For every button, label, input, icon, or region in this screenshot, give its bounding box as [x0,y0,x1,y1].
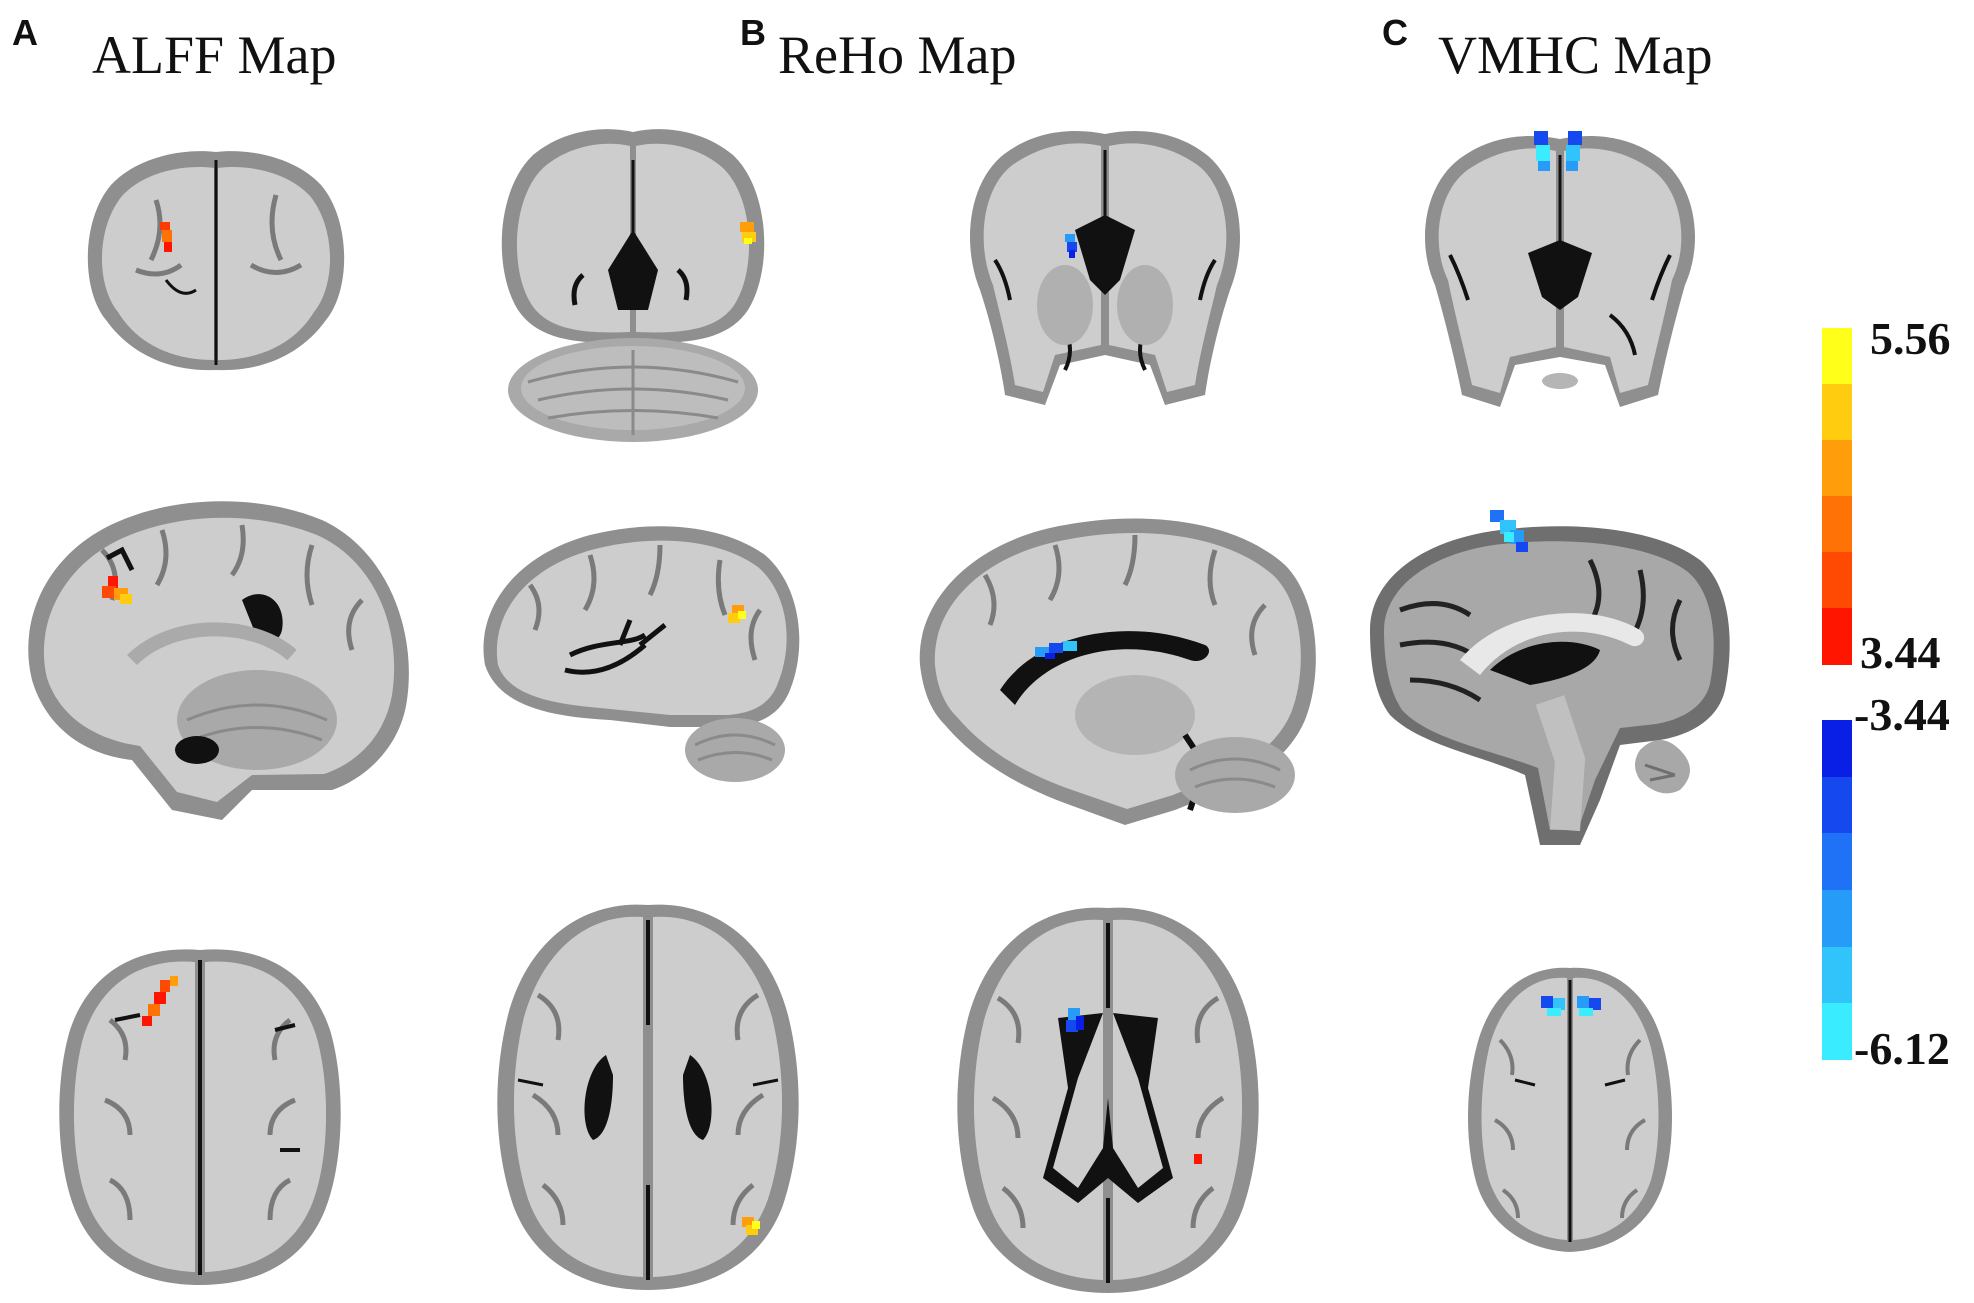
brain-slice-reho-coronal [501,129,765,442]
brain-slice-reho-axial-2 [957,907,1259,1293]
colorbar-segment [1822,720,1852,778]
brain-slice-reho-axial [497,904,799,1290]
colorbar-segment [1822,890,1852,948]
panel-title-vmhc: VMHC Map [1438,25,1713,85]
brain-slice-alff-sagittal [28,501,409,820]
colorbar-label-positive-min: 3.44 [1860,627,1941,678]
panel-title-alff: ALFF Map [92,25,337,85]
panel-letter-a: A [12,12,38,53]
colorbar-positive [1822,328,1852,665]
colorbar-segment [1822,946,1852,1004]
colorbar-segment [1822,833,1852,891]
colorbar-segment [1822,552,1852,609]
brain-slice-vmhc-axial [1468,967,1672,1252]
colorbar-segment [1822,608,1852,665]
brain-slice-vmhc-coronal [1425,131,1695,407]
colorbar-label-negative-min: -6.12 [1854,1023,1950,1074]
brain-slice-reho-sagittal [483,526,800,782]
panel-letter-b: B [740,12,766,53]
colorbar-negative [1822,720,1852,1061]
colorbar-label-negative-max: -3.44 [1854,689,1950,740]
colorbar-segment [1822,440,1852,497]
brain-slice-reho-sagittal-2 [919,518,1316,825]
panel-title-reho: ReHo Map [778,25,1017,85]
brain-slice-alff-coronal [87,151,345,371]
colorbar-segment [1822,384,1852,441]
colorbar-segment [1822,496,1852,553]
brain-slice-alff-axial [59,949,341,1285]
brain-slice-vmhc-sagittal [1370,510,1730,845]
colorbar-segment [1822,328,1852,385]
colorbar-label-positive-max: 5.56 [1870,313,1951,364]
colorbar-segment [1822,776,1852,834]
panel-letter-c: C [1382,12,1408,53]
colorbar-segment [1822,1003,1852,1061]
brain-slice-reho-coronal-2 [970,131,1240,405]
